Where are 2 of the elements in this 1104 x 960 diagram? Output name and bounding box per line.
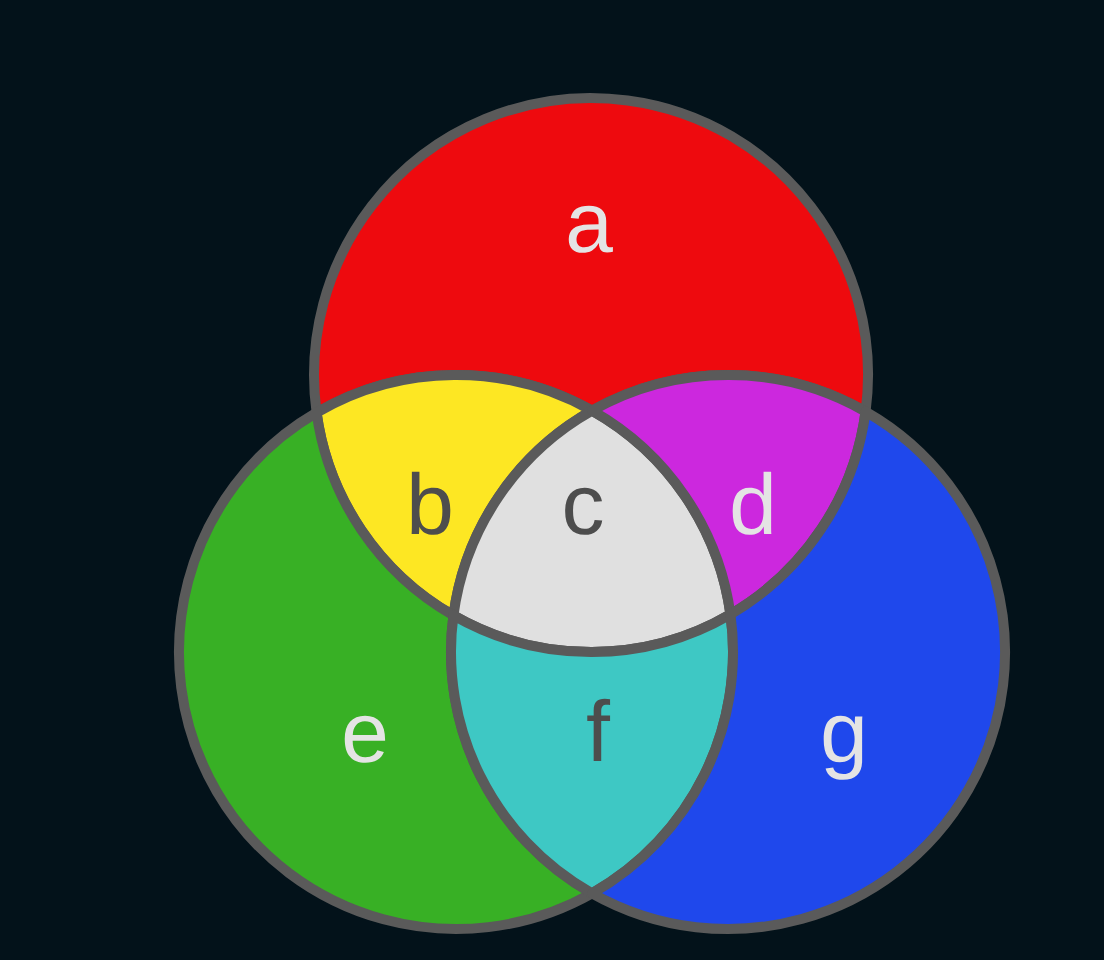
venn-region: f <box>446 609 738 899</box>
venn-region: a <box>309 93 874 418</box>
